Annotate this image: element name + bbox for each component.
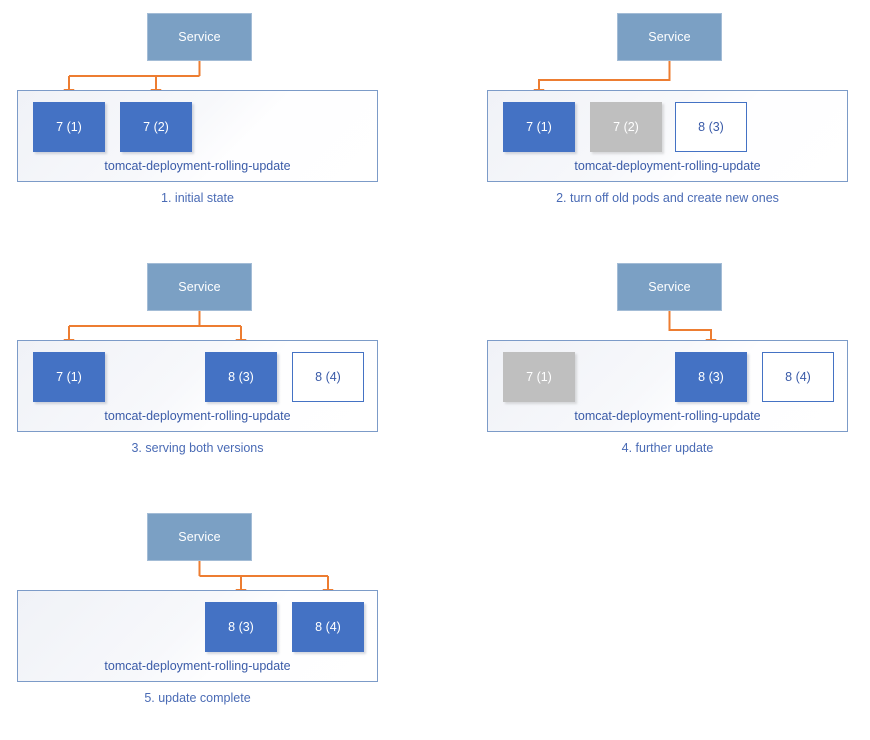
service-label: Service <box>648 279 691 294</box>
panel-caption: 2. turn off old pods and create new ones <box>556 191 779 205</box>
pod-box: 8 (4) <box>292 602 364 652</box>
service-box: Service <box>147 513 252 561</box>
pod-box: 7 (1) <box>503 352 575 402</box>
panel-1: tomcat-deployment-rolling-update 7 (1) 7 (… <box>0 0 440 240</box>
pod-box: 8 (4) <box>762 352 834 402</box>
pod-box: 7 (1) <box>33 352 105 402</box>
service-box: Service <box>617 13 722 61</box>
service-label: Service <box>178 29 221 44</box>
pod-box: 8 (3) <box>675 102 747 152</box>
service-box: Service <box>147 13 252 61</box>
connector-line <box>538 61 671 89</box>
panel-5: tomcat-deployment-rolling-update 8 (3) 8 (… <box>0 500 440 740</box>
pod-label: 8 (3) <box>228 619 254 634</box>
pod-label: 7 (2) <box>613 119 639 134</box>
pod-box: 8 (3) <box>675 352 747 402</box>
pod-box: 7 (2) <box>590 102 662 152</box>
deployment-label: tomcat-deployment-rolling-update <box>104 658 291 673</box>
service-box: Service <box>147 263 252 311</box>
diagram-canvas: tomcat-deployment-rolling-update 7 (1) 7 (… <box>0 0 870 704</box>
deployment-label: tomcat-deployment-rolling-update <box>574 408 761 423</box>
service-label: Service <box>648 29 691 44</box>
pod-label: 8 (3) <box>698 119 724 134</box>
pod-box: 7 (1) <box>503 102 575 152</box>
panel-2: tomcat-deployment-rolling-update 7 (1) 7 (… <box>470 0 870 240</box>
pod-box: 7 (1) <box>33 102 105 152</box>
pod-box: 8 (3) <box>205 352 277 402</box>
service-label: Service <box>178 279 221 294</box>
pod-label: 7 (1) <box>56 119 82 134</box>
pod-box: 8 (3) <box>205 602 277 652</box>
pod-box: 7 (2) <box>120 102 192 152</box>
pod-label: 7 (1) <box>56 369 82 384</box>
panel-caption: 3. serving both versions <box>131 441 264 455</box>
panel-caption: 1. initial state <box>161 191 234 205</box>
pod-label: 7 (1) <box>526 119 552 134</box>
pod-label: 8 (4) <box>785 369 811 384</box>
pod-label: 8 (3) <box>228 369 254 384</box>
pod-label: 8 (4) <box>315 619 341 634</box>
panel-4: tomcat-deployment-rolling-update 7 (1) 8 (… <box>470 250 870 490</box>
deployment-label: tomcat-deployment-rolling-update <box>104 158 291 173</box>
panel-caption: 4. further update <box>621 441 714 455</box>
pod-label: 7 (2) <box>143 119 169 134</box>
pod-label: 8 (3) <box>698 369 724 384</box>
panel-caption: 5. update complete <box>144 691 251 705</box>
pod-label: 7 (1) <box>526 369 552 384</box>
deployment-label: tomcat-deployment-rolling-update <box>574 158 761 173</box>
service-label: Service <box>178 529 221 544</box>
service-box: Service <box>617 263 722 311</box>
pod-box: 8 (4) <box>292 352 364 402</box>
panel-3: tomcat-deployment-rolling-update 7 (1) 8 (… <box>0 250 440 490</box>
pod-label: 8 (4) <box>315 369 341 384</box>
connector-line <box>668 311 712 339</box>
deployment-label: tomcat-deployment-rolling-update <box>104 408 291 423</box>
